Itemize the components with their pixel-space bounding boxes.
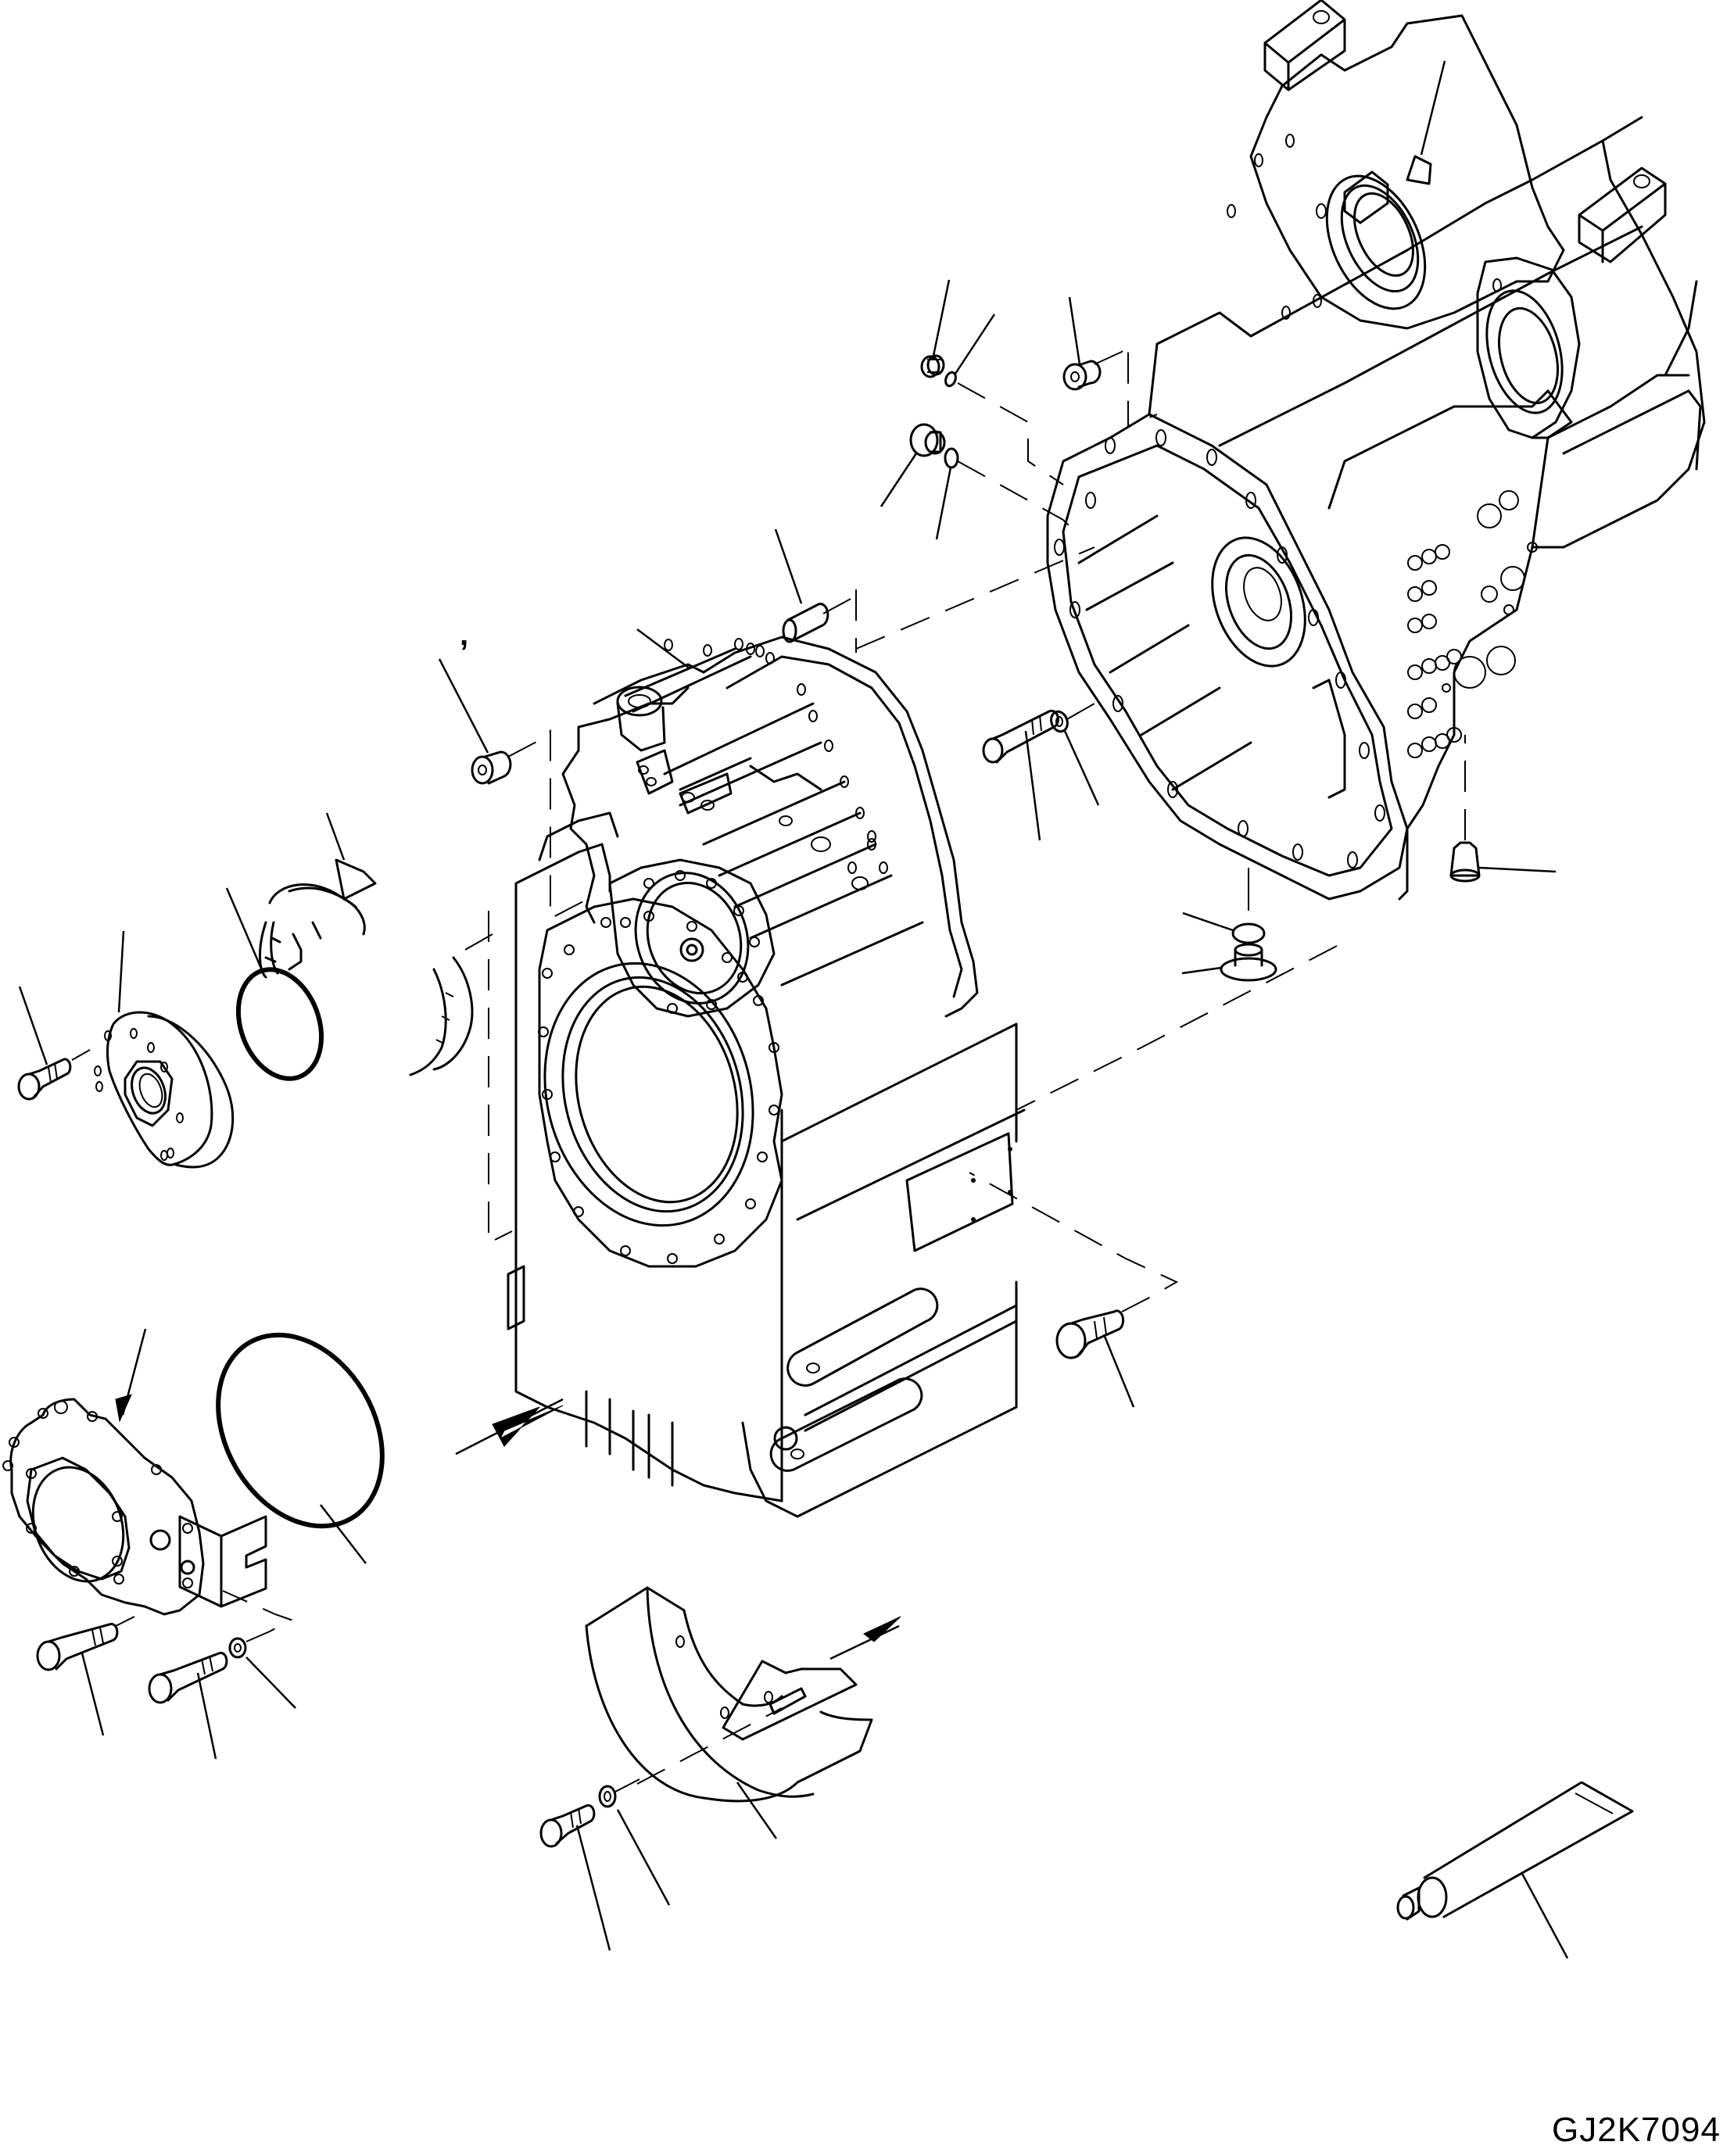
sealant-tube <box>1396 1781 1634 1921</box>
drawing-code: GJ2K7094 <box>1552 2111 1721 2149</box>
dowel-pin <box>782 603 829 643</box>
drain-plug <box>1220 943 1277 982</box>
plug-left <box>471 750 512 785</box>
o-ring-large <box>216 1332 385 1529</box>
assembly-arrow-1 <box>455 1398 564 1456</box>
o-ring-upper-1 <box>944 371 957 388</box>
bearing-cover <box>94 1011 235 1169</box>
plug-valve <box>1449 841 1481 883</box>
guard-cover <box>585 1586 873 1803</box>
washer-pto <box>228 1637 247 1659</box>
bolt-right <box>1055 1309 1125 1359</box>
bolt-guard <box>539 1803 596 1848</box>
bolt-pto-1 <box>36 1622 119 1671</box>
snap-ring-set <box>259 858 474 1076</box>
o-ring-lower <box>1231 922 1266 944</box>
front-transmission-case <box>507 636 1026 1518</box>
assembly-arrow-3 <box>829 1616 901 1660</box>
o-ring-upper-2 <box>944 447 959 469</box>
plug-upper-1 <box>920 354 945 378</box>
assembly-arrow-2 <box>115 1328 147 1423</box>
washer-mid <box>1050 710 1069 733</box>
o-ring-cover <box>235 967 324 1081</box>
rear-transmission-case <box>1046 0 1706 901</box>
bolt-cover <box>17 1058 72 1101</box>
pto-housing <box>2 1398 267 1616</box>
washer-guard <box>598 1785 617 1808</box>
bolt-pto-2 <box>148 1651 228 1704</box>
bolt-mid <box>982 709 1060 764</box>
leader-line <box>1420 60 1446 156</box>
plug-upper-2 <box>1062 360 1102 391</box>
stray-mark: , <box>460 618 469 652</box>
plug-upper-3 <box>909 423 946 457</box>
